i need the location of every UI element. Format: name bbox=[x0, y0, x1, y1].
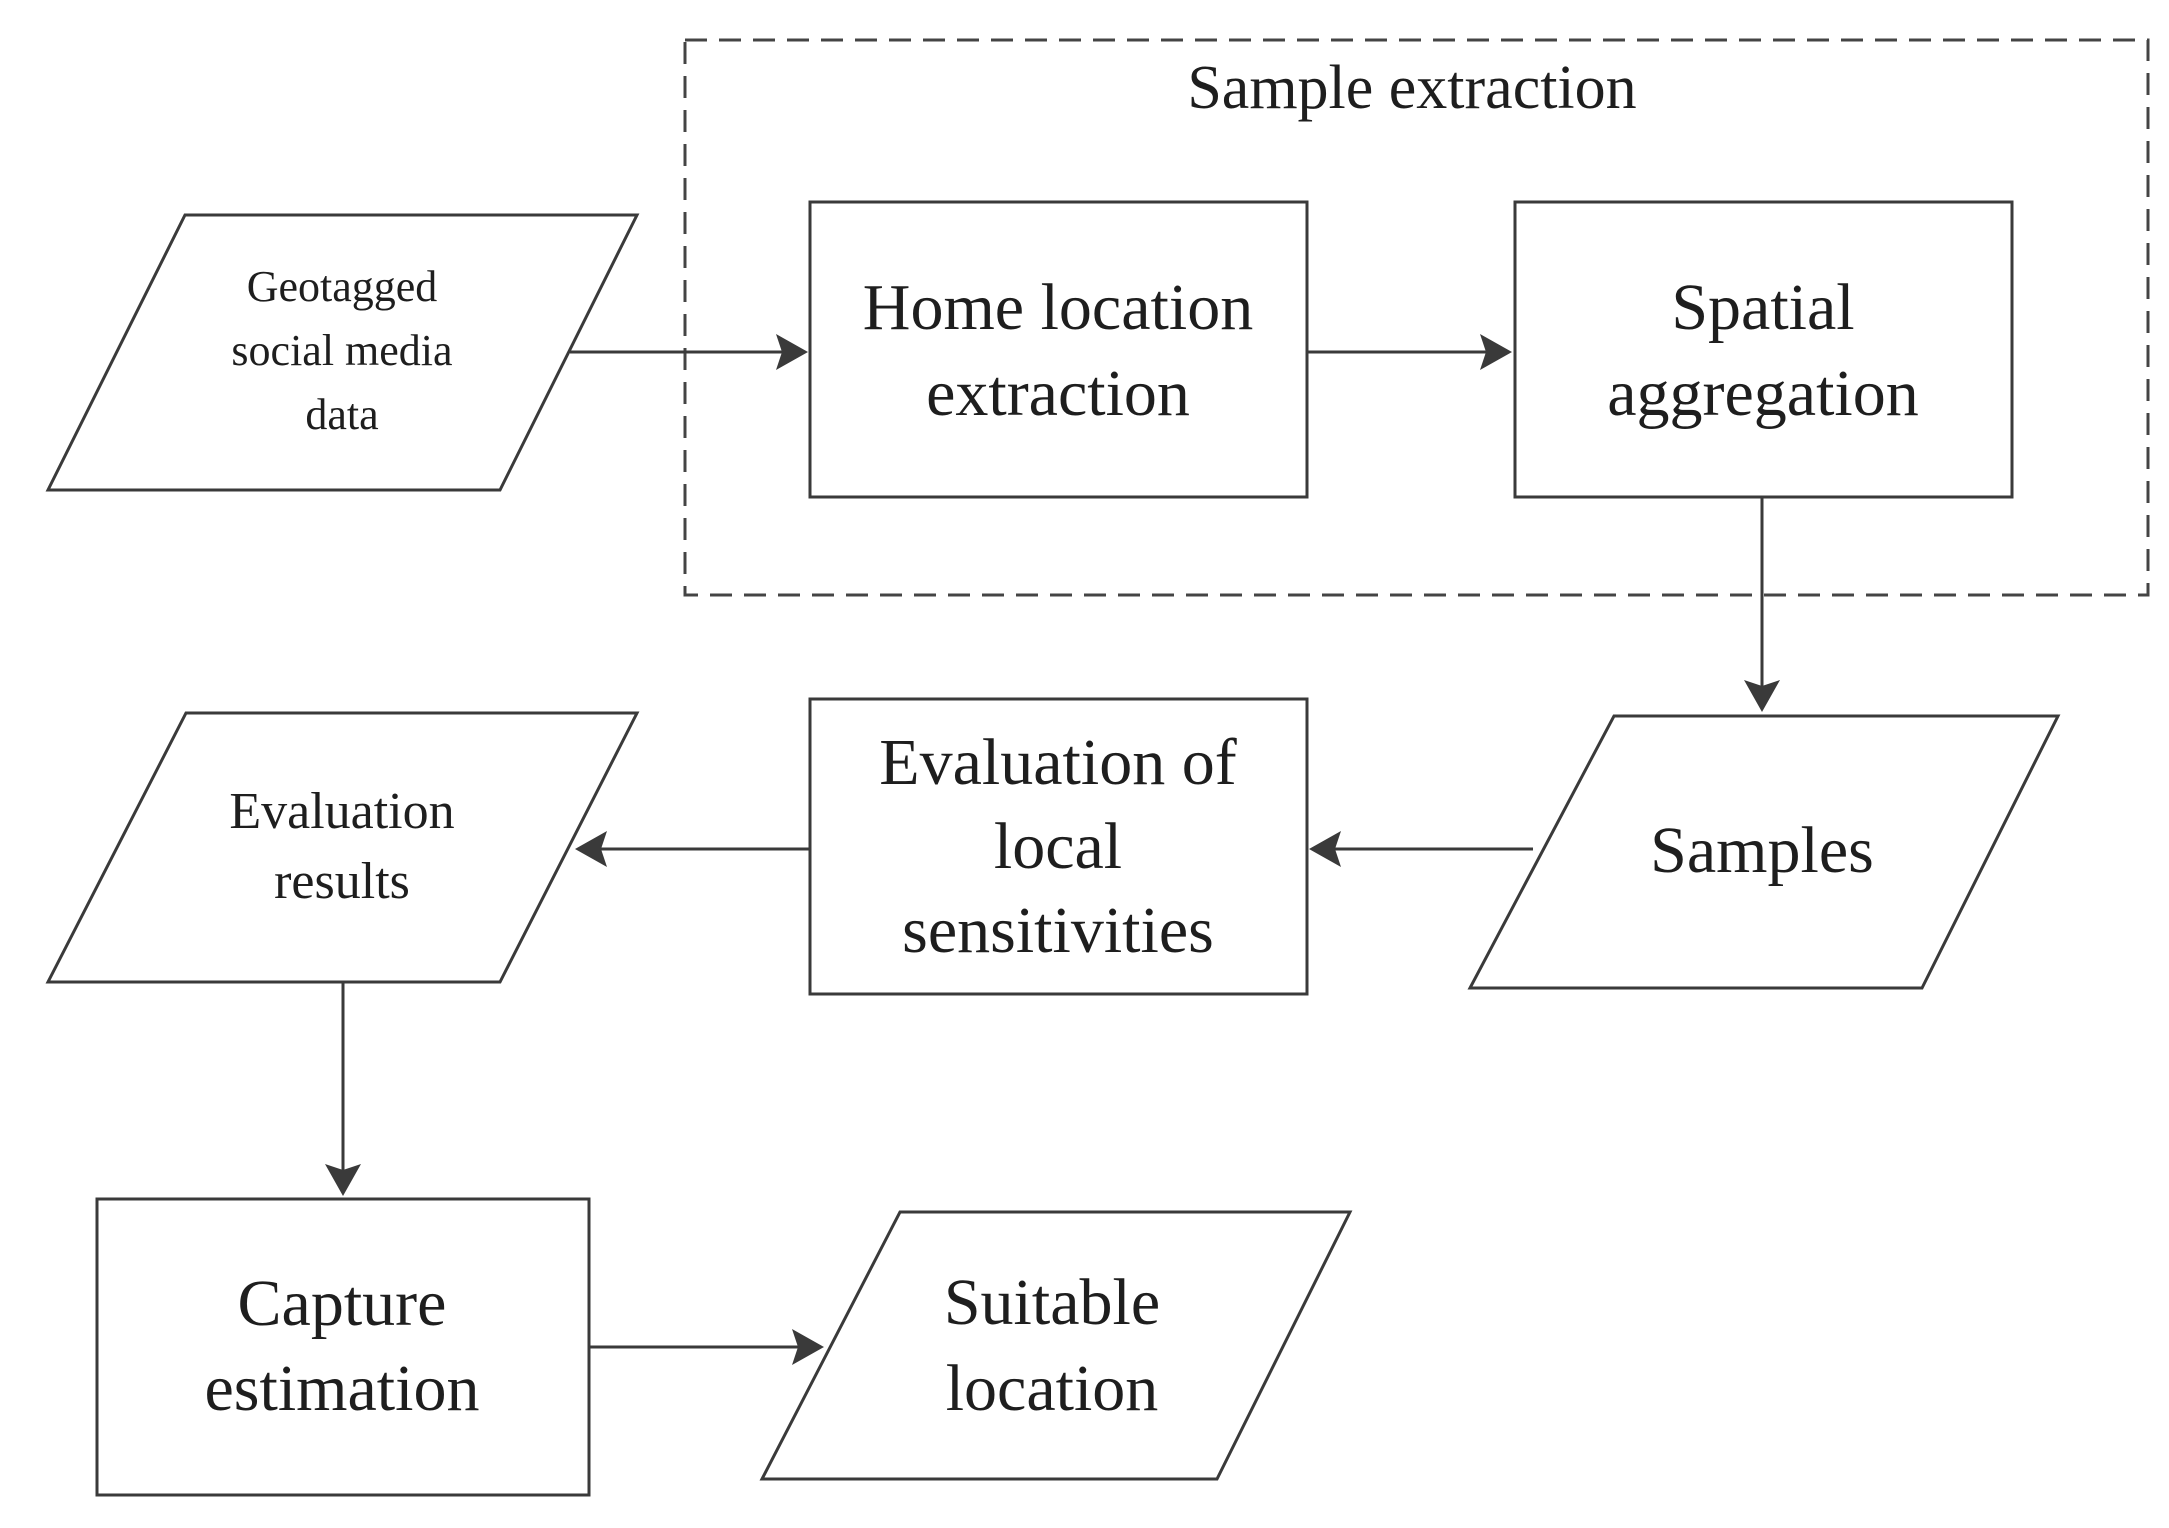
evaluation-results-line-1: Evaluation bbox=[229, 783, 454, 840]
edge-spatial-to-samples bbox=[1744, 497, 1780, 712]
edge-capture-to-suitable bbox=[590, 1329, 824, 1365]
home-location-line-2: extraction bbox=[926, 357, 1190, 430]
capture-estimation-line-2: estimation bbox=[205, 1352, 480, 1425]
geotagged-data-node: Geotagged social media data bbox=[45, 213, 640, 492]
arrowhead bbox=[792, 1329, 824, 1365]
sample-extraction-boundary bbox=[683, 38, 2150, 597]
sample-extraction-title: Sample extraction bbox=[1187, 54, 1636, 122]
edge-evaluation-local-to-results bbox=[575, 831, 809, 867]
sample-extraction-group: Sample extraction bbox=[683, 38, 2150, 597]
arrowhead bbox=[575, 831, 607, 867]
geotagged-data-line-2: social media bbox=[231, 326, 452, 375]
evaluation-local-line-3: sensitivities bbox=[902, 894, 1214, 967]
evaluation-local-node: Evaluation of local sensitivities bbox=[808, 697, 1309, 996]
connectors bbox=[325, 334, 1780, 1365]
arrowhead bbox=[1309, 831, 1341, 867]
spatial-aggregation-node: Spatial aggregation bbox=[1513, 200, 2014, 499]
capture-estimation-node: Capture estimation bbox=[95, 1197, 591, 1497]
home-location-node: Home location extraction bbox=[808, 200, 1309, 499]
arrowhead bbox=[1744, 680, 1780, 712]
spatial-aggregation-line-1: Spatial bbox=[1671, 271, 1854, 344]
suitable-location-line-1: Suitable bbox=[944, 1266, 1160, 1339]
evaluation-results-line-2: results bbox=[274, 853, 410, 910]
edge-home-to-spatial bbox=[1307, 334, 1512, 370]
arrowhead bbox=[776, 334, 808, 370]
samples-label: Samples bbox=[1650, 814, 1874, 887]
edge-geotagged-to-home bbox=[570, 334, 808, 370]
arrowhead bbox=[325, 1164, 361, 1196]
evaluation-results-node: Evaluation results bbox=[45, 711, 640, 984]
suitable-location-line-2: location bbox=[946, 1352, 1159, 1425]
evaluation-local-line-2: local bbox=[994, 810, 1122, 883]
arrowhead bbox=[1480, 334, 1512, 370]
edge-samples-to-evaluation-local bbox=[1309, 831, 1533, 867]
edge-results-to-capture bbox=[325, 982, 361, 1196]
geotagged-data-line-1: Geotagged bbox=[247, 262, 438, 311]
samples-node: Samples bbox=[1467, 714, 2061, 990]
capture-estimation-line-1: Capture bbox=[238, 1267, 447, 1340]
spatial-aggregation-line-2: aggregation bbox=[1607, 357, 1919, 430]
suitable-location-node: Suitable location bbox=[759, 1210, 1353, 1481]
geotagged-data-line-3: data bbox=[305, 390, 378, 439]
home-location-line-1: Home location bbox=[863, 271, 1253, 344]
evaluation-local-line-1: Evaluation of bbox=[879, 726, 1236, 799]
